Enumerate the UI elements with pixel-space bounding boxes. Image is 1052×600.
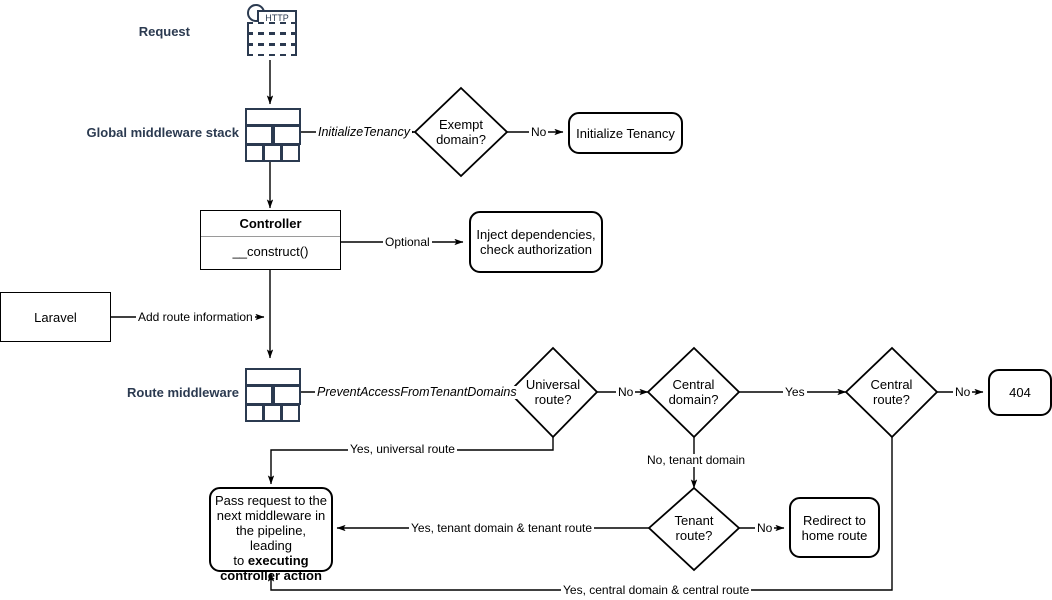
controller-title: Controller <box>201 211 340 237</box>
edge-label-central-domain-yes: Yes <box>783 385 807 399</box>
edge-label-prevent-access: PreventAccessFromTenantDomains <box>315 385 519 399</box>
decision-exempt-domain <box>413 86 509 178</box>
edge-label-add-route-information: Add route information <box>136 310 255 324</box>
edge-label-central-route-no: No <box>953 385 973 399</box>
edge-label-no-tenant-domain: No, tenant domain <box>645 453 748 467</box>
decision-central-domain <box>646 346 741 439</box>
edge-label-exempt-no: No <box>529 125 549 139</box>
edge-label-universal-no: No <box>616 385 636 399</box>
node-404[interactable]: 404 <box>988 369 1052 416</box>
edge-label-yes-universal-route: Yes, universal route <box>348 442 457 456</box>
stack-square-3 <box>281 404 300 422</box>
node-inject-dependencies[interactable]: Inject dependencies, check authorization <box>469 211 603 273</box>
stack-square-3 <box>281 144 300 162</box>
dashed-line-3 <box>247 44 297 56</box>
stack-bar-right <box>273 385 301 405</box>
node-initialize-tenancy[interactable]: Initialize Tenancy <box>568 112 683 154</box>
middleware-stack-icon-global <box>245 108 301 162</box>
stack-bar-wide <box>245 368 301 386</box>
label-global-middleware-stack: Global middleware stack <box>86 125 239 140</box>
edge-label-yes-tenant-domain-tenant-route: Yes, tenant domain & tenant route <box>409 521 595 535</box>
node-pass-request[interactable]: Pass request to the next middleware in t… <box>209 487 333 583</box>
decision-tenant-route <box>647 486 741 572</box>
edge-label-initialize-tenancy: InitializeTenancy <box>316 125 412 139</box>
stack-bar-left <box>245 385 273 405</box>
label-route-middleware: Route middleware <box>127 385 239 400</box>
edge-label-tenant-route-no: No <box>755 521 775 535</box>
stack-bar-right <box>273 125 301 145</box>
stack-square-1 <box>245 144 264 162</box>
middleware-stack-icon-route <box>245 368 301 422</box>
controller-method: __construct() <box>232 244 309 259</box>
node-laravel[interactable]: Laravel <box>0 292 111 342</box>
stack-square-1 <box>245 404 264 422</box>
node-controller[interactable]: Controller __construct() <box>200 210 341 270</box>
decision-central-route <box>844 346 939 439</box>
http-request-dashed-lines <box>245 22 297 62</box>
pass-request-bold-text: executing controller action <box>220 553 322 583</box>
edge-label-yes-central-domain-central-route: Yes, central domain & central route <box>561 583 752 597</box>
node-redirect-home-route[interactable]: Redirect to home route <box>789 497 880 558</box>
label-request: Request <box>138 24 190 39</box>
pass-request-text: Pass request to the next middleware in t… <box>214 493 327 568</box>
stack-bar-left <box>245 125 273 145</box>
stack-square-2 <box>263 404 282 422</box>
stack-bar-wide <box>245 108 301 126</box>
decision-universal-route <box>507 346 599 439</box>
edge-label-optional: Optional <box>383 235 432 249</box>
stack-square-2 <box>263 144 282 162</box>
